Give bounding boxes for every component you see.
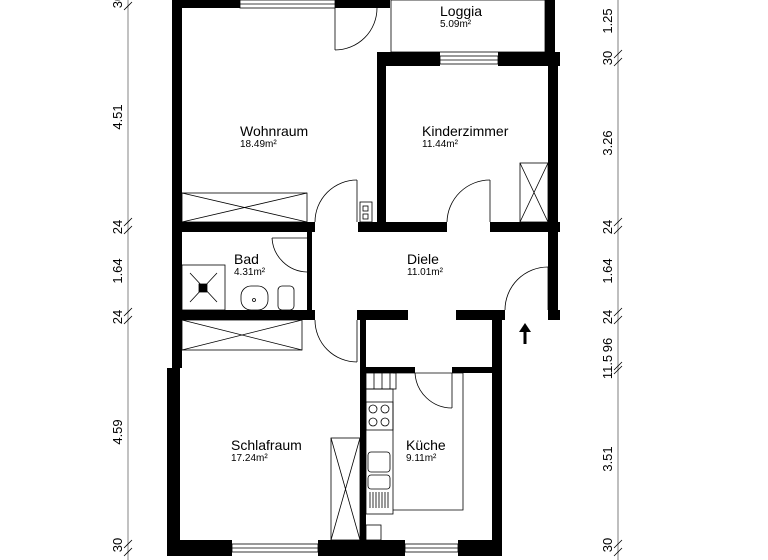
door-swing-icon [314,179,358,223]
dimension-label: 24 [110,219,125,235]
room-area: 4.31m² [234,267,266,278]
dimension-label: 30 [110,0,125,9]
wardrobe-icon [330,437,361,541]
room-wohnraum: Wohnraum 18.49m² [240,124,308,150]
room-name: Bad [234,251,259,267]
wardrobe-icon [519,162,549,223]
room-area: 11.01m² [407,267,443,278]
dimension-label: 24 [110,309,125,325]
room-area: 18.49m² [240,139,277,150]
room-name: Kinderzimmer [422,123,509,139]
shaft-icon [359,201,373,223]
room-name: Diele [407,251,439,267]
dimension-label: 4.59 [110,419,125,445]
dimension-label: 3.26 [600,130,615,156]
room-schlafraum: Schlafraum 17.24m² [231,438,302,464]
door-swing-icon [314,319,358,363]
sink-icon [240,285,269,311]
dimension-label: 1.64 [110,258,125,284]
room-loggia: Loggia 5.09m² [440,4,482,30]
window-icon [439,55,499,65]
loggia-outline [390,0,546,53]
kitchen-counter [365,388,394,515]
dimension-ticks-left [123,1,133,557]
toilet-icon [277,285,295,311]
wardrobe-icon [181,192,308,223]
dimension-lines [123,0,623,560]
room-kinderzimmer: Kinderzimmer 11.44m² [422,124,508,150]
dimension-label: 1.64 [600,258,615,284]
door-swing-icon [504,266,549,311]
kitchen-sink-icon [367,451,391,508]
door-swing-icon [271,237,308,273]
shaft-icon [365,372,397,390]
room-area: 11.44m² [422,139,458,150]
room-name: Schlafraum [231,437,302,453]
dimension-label: 3.51 [600,446,615,472]
room-kueche: Küche 9.11m² [406,438,446,464]
room-name: Loggia [440,3,483,19]
room-name: Küche [406,437,446,453]
shower-icon [181,264,226,311]
dimension-label: 30 [600,50,615,66]
door-swing-icon [414,372,453,409]
room-bad: Bad 4.31m² [234,252,265,278]
room-name: Wohnraum [240,123,309,139]
room-diele: Diele 11.01m² [407,252,443,278]
dimension-ticks-right [613,49,623,557]
door-swing-icon [446,179,491,223]
window-icon [404,543,459,553]
fixtures [181,0,549,553]
dimension-label: 11.5 [600,354,615,380]
walls [167,0,560,556]
kitchen-box [365,524,382,541]
door-swing-icon [334,7,378,51]
stove-icon [365,401,394,431]
window-icon [239,0,336,9]
window-icon [231,543,319,553]
room-area: 17.24m² [231,453,268,464]
dimension-label: 30 [600,537,615,553]
kitchen-counter-island [393,372,464,511]
room-area: 9.11m² [406,453,437,464]
dimension-label: 4.51 [110,104,125,130]
room-area: 5.09m² [440,19,472,30]
entrance-arrow-icon [519,323,531,344]
dimension-label: 30 [110,537,125,553]
wardrobe-icon [181,319,303,351]
dimension-label: 24 [600,219,615,235]
dimension-label: 1.25 [600,8,615,34]
